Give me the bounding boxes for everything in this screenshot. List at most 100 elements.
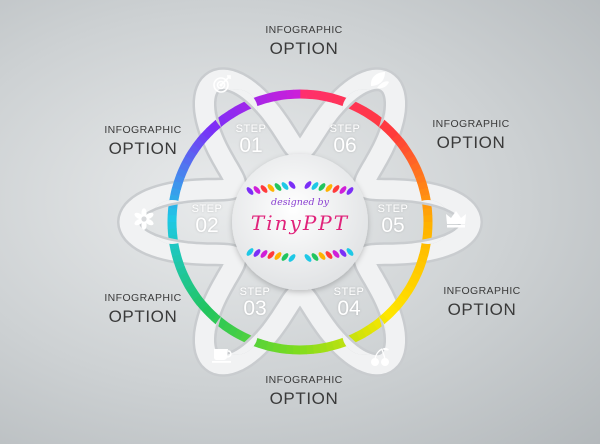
ring-segment (221, 321, 233, 334)
step-06: STEP 06 (315, 123, 375, 158)
laurel-leaf (253, 249, 261, 257)
ring-segment (167, 207, 178, 216)
ring-segment (409, 272, 422, 283)
ring-segment (419, 247, 430, 257)
step-number: 03 (243, 297, 267, 320)
laurel-leaf (281, 253, 289, 261)
laurel-leaf (339, 186, 347, 194)
laurel-leaf (260, 250, 268, 258)
ring-segment (272, 91, 282, 102)
laurel-leaf (274, 183, 282, 191)
laurel-leaf (325, 184, 333, 192)
laurel-leaf (325, 251, 333, 259)
ring-segment (176, 265, 188, 276)
flower-icon (134, 208, 154, 230)
ring-segment (422, 208, 433, 216)
ring-segment (382, 309, 394, 321)
ring-segment (361, 107, 373, 119)
ring-segment (395, 294, 408, 306)
ring-segment (325, 341, 335, 352)
ring-segment (331, 94, 342, 105)
ring-segment (227, 325, 239, 337)
laurel-leaf (246, 248, 254, 256)
ring-segment (382, 123, 394, 135)
logo-designed-by: designed by (271, 197, 330, 208)
ring-segment (350, 100, 361, 113)
logo-brand: TinyPPT (251, 211, 349, 235)
callout-kicker: INFOGRAPHIC (432, 118, 510, 130)
ring-segment (417, 253, 428, 264)
ring-segment (372, 317, 384, 330)
laurel-leaf (267, 184, 275, 192)
center-logo: designed by TinyPPT (246, 181, 354, 262)
ring-segment (361, 325, 373, 337)
ring-segment (258, 339, 269, 350)
ring-segment (331, 339, 341, 351)
rainbow-ring (167, 89, 433, 355)
step-number: 02 (195, 214, 219, 237)
callout-title: OPTION (269, 39, 339, 58)
step-03: STEP 03 (225, 286, 285, 321)
ring-segment (259, 93, 269, 105)
ring-segment (279, 90, 288, 101)
ring-segment (412, 168, 424, 179)
ring-segment (412, 266, 424, 277)
ring-segment (349, 332, 361, 344)
laurel-leaf (304, 254, 312, 262)
ring-segment (172, 180, 183, 191)
ring-segment (278, 343, 288, 354)
callout-kicker: INFOGRAPHIC (104, 292, 182, 304)
laurel-leaf (274, 252, 282, 260)
ring-segment (239, 331, 250, 344)
step-label: STEP (333, 286, 365, 298)
ring-segment (366, 321, 378, 334)
ribbon-back (117, 67, 483, 377)
ring-segment (391, 299, 403, 311)
callout-kicker: INFOGRAPHIC (104, 124, 182, 136)
ring-segment (325, 92, 335, 103)
ring-segment (410, 161, 422, 173)
ring-segment (239, 100, 251, 112)
ring-segment (306, 344, 314, 355)
laurel-wreath-icon (246, 181, 354, 262)
step-02: STEP 02 (177, 203, 237, 238)
ring-segment (272, 342, 281, 353)
ring-segment (387, 304, 399, 316)
step-number: 04 (337, 297, 361, 320)
step-label: STEP (235, 123, 267, 135)
laurel-leaf (318, 252, 326, 260)
ring-segment (181, 277, 194, 289)
ring-segment (312, 90, 322, 101)
laurel-leaf (332, 185, 340, 193)
callout-kicker: INFOGRAPHIC (265, 24, 343, 36)
ring-segment (167, 228, 178, 236)
laurel-leaf (267, 251, 275, 259)
callout-kicker: INFOGRAPHIC (265, 374, 343, 386)
ring-segment (286, 89, 294, 100)
callout-top-left: INFOGRAPHIC OPTION (68, 124, 218, 159)
callout-bottom: INFOGRAPHIC OPTION (229, 374, 379, 409)
ring-segment (170, 247, 181, 257)
step-number: 06 (333, 134, 357, 157)
laurel-leaf (346, 248, 354, 256)
step-label: STEP (329, 123, 361, 135)
laurel-leaf (246, 187, 254, 195)
ring-segment (222, 110, 234, 123)
laurel-leaf (304, 181, 312, 189)
ring-segment (216, 114, 228, 127)
ring-segment (171, 253, 183, 263)
leaves-icon (370, 72, 389, 89)
ring-segment (417, 181, 429, 191)
ring-segment (265, 341, 275, 352)
step-number: 05 (381, 214, 405, 237)
ring-segment (355, 328, 367, 341)
ring-segment (227, 107, 239, 119)
ring-segment (387, 128, 399, 140)
ring-segment (356, 103, 367, 116)
ring-segment (372, 114, 384, 127)
ring-segment (285, 344, 294, 355)
ring-segment (367, 110, 379, 123)
laurel-leaf (332, 250, 340, 258)
step-label: STEP (191, 203, 223, 215)
